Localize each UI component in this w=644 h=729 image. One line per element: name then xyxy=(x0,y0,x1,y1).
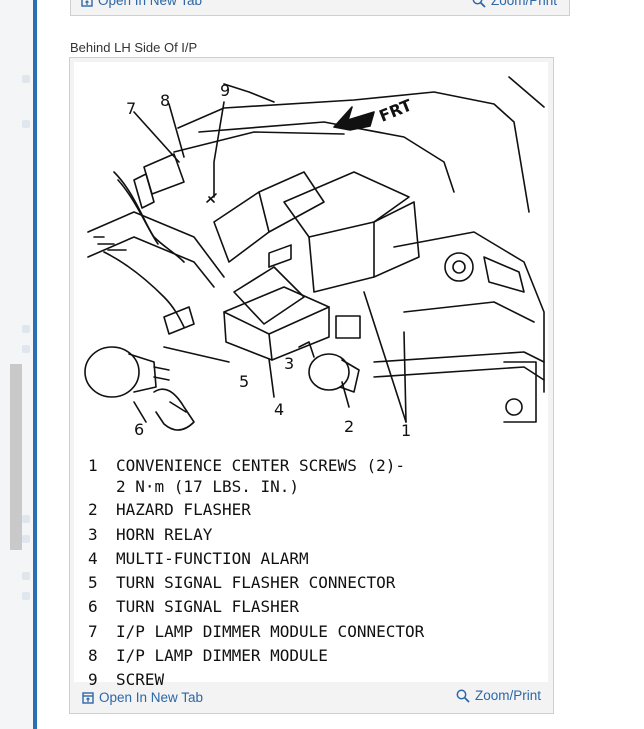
legend-item: 8 I/P LAMP DIMMER MODULE xyxy=(88,644,538,668)
rail-marker xyxy=(22,535,30,543)
open-new-tab-icon xyxy=(82,691,94,704)
zoom-magnifier-icon xyxy=(456,689,470,703)
legend-item: 6 TURN SIGNAL FLASHER xyxy=(88,595,538,619)
callout-3: 3 xyxy=(284,354,294,373)
callout-9: 9 xyxy=(220,81,230,100)
legend-text: I/P LAMP DIMMER MODULE CONNECTOR xyxy=(116,621,425,641)
rail-marker xyxy=(22,345,30,353)
legend-number: 4 xyxy=(88,548,98,568)
legend-item: 9 SCREW xyxy=(88,668,538,692)
legend-subtext: 2 N·m (17 LBS. IN.) xyxy=(116,477,300,497)
legend-item: 7 I/P LAMP DIMMER MODULE CONNECTOR xyxy=(88,620,538,644)
callout-6: 6 xyxy=(134,420,144,439)
callout-2: 2 xyxy=(344,417,354,436)
scrollbar-thumb[interactable] xyxy=(10,364,22,550)
rail-marker xyxy=(22,592,30,600)
legend-text: SCREW xyxy=(116,670,165,690)
rail-marker xyxy=(22,75,30,83)
legend-number: 6 xyxy=(88,597,98,617)
left-rail xyxy=(0,0,37,729)
figure-panel: FRT 7 8 9 5 3 4 2 6 1 1 CONVENIENCE CENT… xyxy=(69,57,554,714)
figure-image: FRT 7 8 9 5 3 4 2 6 1 1 CONVENIENCE CENT… xyxy=(74,62,548,689)
open-in-new-tab-link[interactable]: Open In New Tab xyxy=(81,0,202,8)
legend-item: 4 MULTI-FUNCTION ALARM xyxy=(88,547,538,571)
zoom-print-label: Zoom/Print xyxy=(491,0,558,8)
legend-number: 9 xyxy=(88,670,98,690)
figure-caption: Behind LH Side Of I/P xyxy=(70,40,198,55)
legend-item: 5 TURN SIGNAL FLASHER CONNECTOR xyxy=(88,571,538,595)
rail-marker xyxy=(22,120,30,128)
legend-item: 3 HORN RELAY xyxy=(88,523,538,547)
legend-text: TURN SIGNAL FLASHER CONNECTOR xyxy=(116,573,396,593)
callout-7: 7 xyxy=(126,99,136,118)
legend-number: 7 xyxy=(88,621,98,641)
legend-number: 1 xyxy=(88,456,98,475)
open-in-new-tab-label: Open In New Tab xyxy=(98,0,203,8)
legend-number: 2 xyxy=(88,500,98,520)
rail-accent-line xyxy=(33,0,37,729)
legend-item: 2 HAZARD FLASHER xyxy=(88,498,538,522)
zoom-print-link[interactable]: Zoom/Print xyxy=(456,688,541,703)
parts-legend: 1 CONVENIENCE CENTER SCREWS (2)- 2 N·m (… xyxy=(88,454,538,693)
legend-text: HAZARD FLASHER xyxy=(116,500,251,520)
zoom-magnifier-icon xyxy=(472,0,486,8)
wiring-diagram-drawing: FRT 7 8 9 5 3 4 2 6 1 xyxy=(84,76,545,440)
legend-text: MULTI-FUNCTION ALARM xyxy=(116,548,309,568)
callout-1: 1 xyxy=(401,421,411,440)
legend-number: 8 xyxy=(88,646,98,666)
open-in-new-tab-label: Open In New Tab xyxy=(99,690,204,705)
previous-figure-panel: Open In New Tab Zoom/Print xyxy=(70,0,570,16)
legend-text: I/P LAMP DIMMER MODULE xyxy=(116,646,328,666)
legend-text: CONVENIENCE CENTER SCREWS (2)- xyxy=(116,456,405,475)
open-new-tab-icon xyxy=(81,0,93,7)
rail-marker xyxy=(22,515,30,523)
rail-marker xyxy=(22,572,30,580)
legend-number: 5 xyxy=(88,573,98,593)
callout-4: 4 xyxy=(274,400,284,419)
front-direction-label: FRT xyxy=(376,96,414,126)
zoom-print-label: Zoom/Print xyxy=(475,688,542,703)
zoom-print-link[interactable]: Zoom/Print xyxy=(472,0,557,8)
rail-marker xyxy=(22,325,30,333)
callout-5: 5 xyxy=(239,372,249,391)
callout-8: 8 xyxy=(160,91,170,110)
legend-text: HORN RELAY xyxy=(116,524,213,544)
legend-item: 1 CONVENIENCE CENTER SCREWS (2)- xyxy=(88,454,538,478)
legend-number: 3 xyxy=(88,524,98,544)
open-in-new-tab-link[interactable]: Open In New Tab xyxy=(82,690,203,705)
legend-text: TURN SIGNAL FLASHER xyxy=(116,597,300,617)
